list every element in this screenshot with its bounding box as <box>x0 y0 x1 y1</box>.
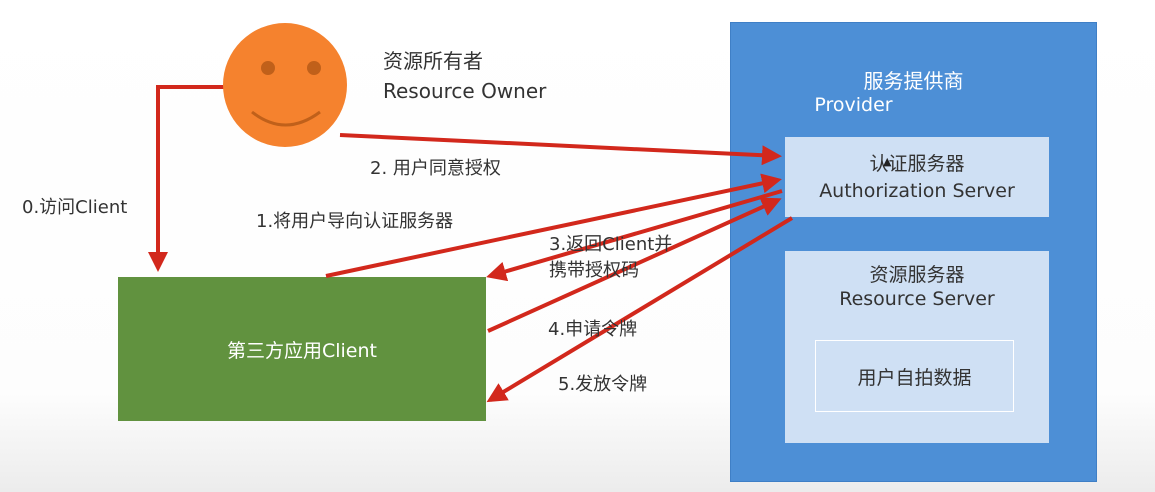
authorization-server-label-zh: 认证服务器 <box>869 153 965 175</box>
step-0-label: 0.访问Client <box>22 197 128 218</box>
step-5-label: 5.发放令牌 <box>558 374 648 395</box>
mouse-cursor-icon: ▲ <box>883 155 892 168</box>
resource-owner-label: 资源所有者 Resource Owner <box>383 46 546 106</box>
provider-title-en: Provider <box>814 94 893 116</box>
smiley-face-icon <box>223 23 347 147</box>
resource-owner-label-en: Resource Owner <box>383 79 547 103</box>
step-1-label: 1.将用户导向认证服务器 <box>256 211 454 232</box>
step-2-label: 2. 用户同意授权 <box>370 158 501 179</box>
step-4-label: 4.申请令牌 <box>548 319 638 340</box>
resource-server-label-zh: 资源服务器 <box>869 264 965 286</box>
arrow-step-4 <box>487 197 782 333</box>
arrow-step-0 <box>148 85 228 272</box>
user-data-box: 用户自拍数据 <box>815 340 1014 412</box>
resource-owner-label-zh: 资源所有者 <box>383 49 483 73</box>
client-box: 第三方应用Client <box>118 277 486 421</box>
arrow-step-1 <box>325 173 782 278</box>
step-3-label: 3.返回Client并 携带授权码 <box>549 232 672 284</box>
resource-server-label-en: Resource Server <box>839 288 995 310</box>
arrow-step-2 <box>339 133 782 166</box>
provider-title-zh: 服务提供商 <box>863 69 964 93</box>
authorization-server-box: 认证服务器 Authorization Server <box>785 137 1049 217</box>
step-3-label-line2: 携带授权码 <box>549 260 639 281</box>
resource-server-box: 资源服务器 Resource Server 用户自拍数据 <box>785 251 1049 443</box>
step-3-label-line1: 3.返回Client并 <box>549 234 673 255</box>
authorization-server-label-en: Authorization Server <box>819 180 1015 202</box>
arrow-step-5 <box>486 216 794 403</box>
arrow-step-3 <box>486 189 783 282</box>
